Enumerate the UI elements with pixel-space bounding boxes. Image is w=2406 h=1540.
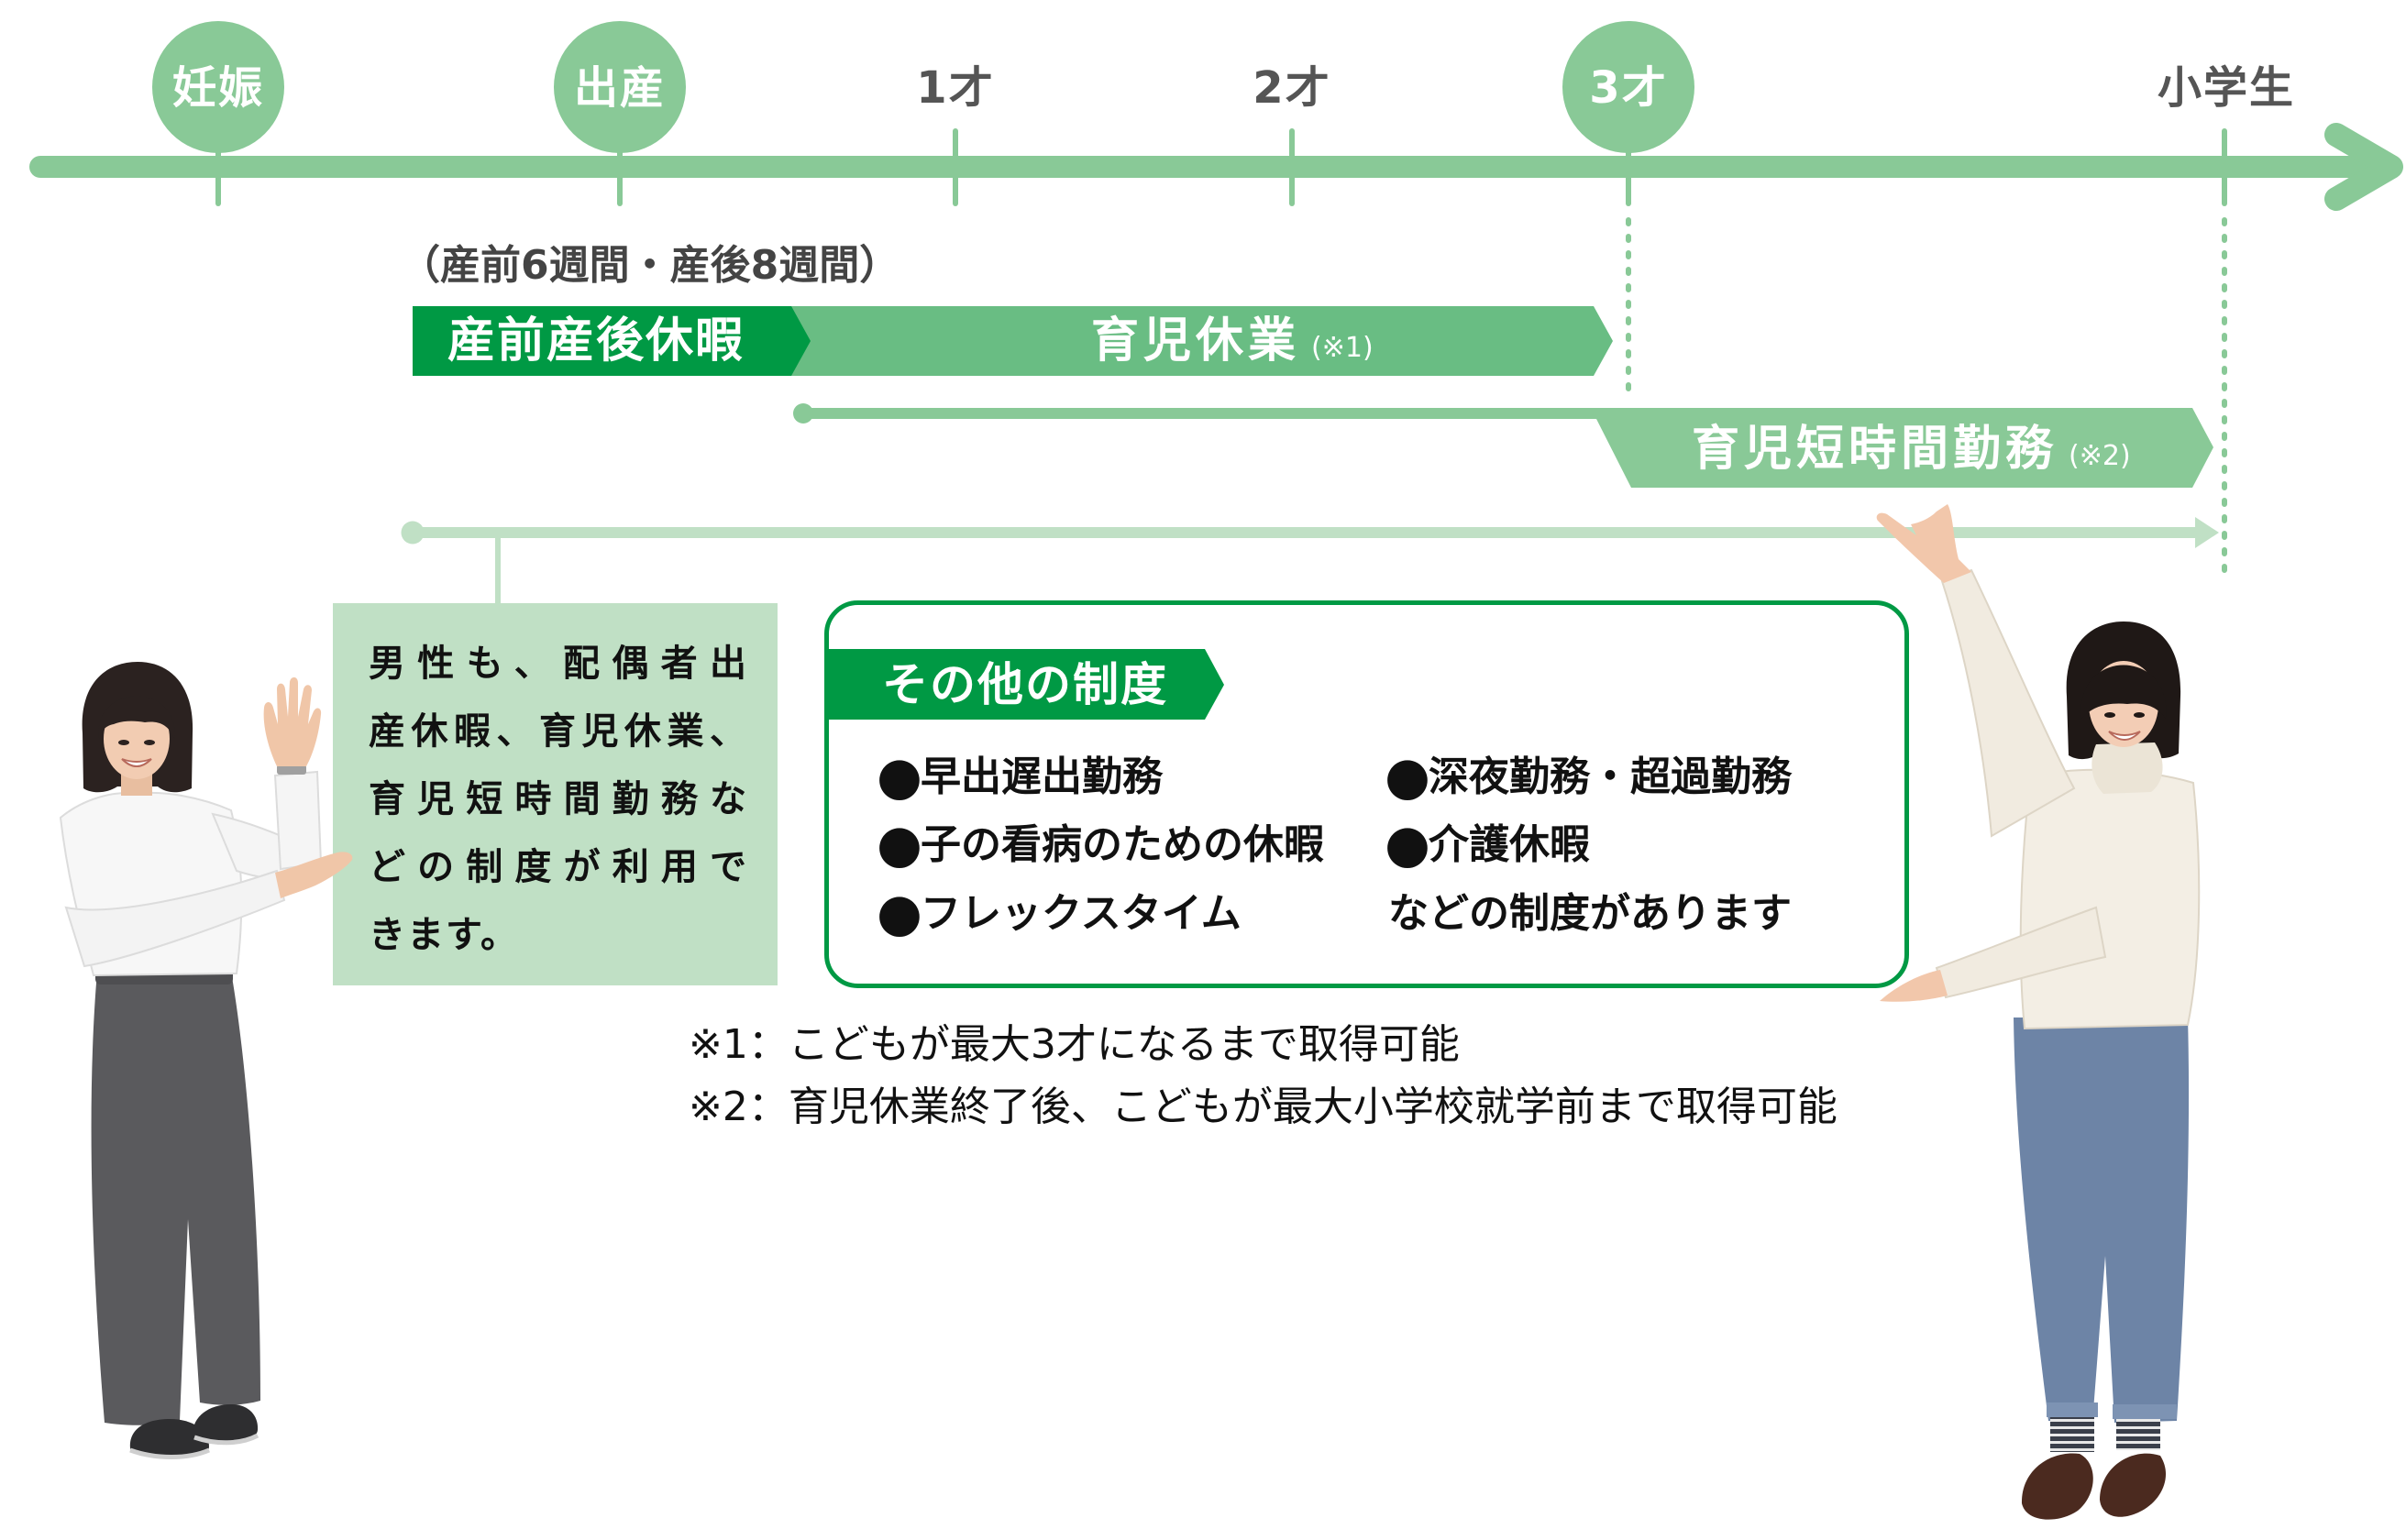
person-right-bangs [2080,665,2167,719]
person-right-lower-hand [1880,970,1948,1002]
person-right-sweater [2019,768,2201,1030]
arrow-right-icon [2324,123,2403,211]
person-left-photo [59,662,353,1459]
person-right-pants [2014,1018,2190,1423]
maternity-leave-bar [413,306,811,376]
other-system-item-text: 早出遅出勤務 [921,754,1163,800]
person-right-raised-sleeve [1940,568,2076,838]
childcare-leave-note: (※1) [1311,332,1374,364]
timeline [29,21,2403,584]
footnote-2: ※2：育児休業終了後、こどもが最大小学校就学前まで取得可能 [689,1084,1838,1130]
men-info-line: きます。 [369,914,519,956]
other-system-item: ●介護休暇 [1385,819,1590,871]
maternity-leave-label: 産前産後休暇 [447,317,745,365]
other-system-item: ●子の看病のための休暇 [877,819,1324,871]
other-system-item-text: フレックスタイム [921,890,1242,937]
bullet-icon: ● [877,883,922,944]
person-left-raised-hand [263,676,322,766]
other-system-item-text: 子の看病のための休暇 [921,821,1324,868]
person-right-raised-hand [1876,504,1971,583]
milestone-label-age-1: 1才 [916,62,995,114]
person-right-collar [2091,742,2163,794]
milestone-label-birth: 出産 [573,62,667,114]
person-right-sock [2050,1417,2094,1452]
short-hours-note: (※2) [2069,440,2131,472]
men-info-box [333,603,778,985]
other-systems-title-tag [829,649,1224,720]
milestone-circle-birth [554,21,686,153]
short-hours-label: 育児短時間勤務 (※2) [1692,425,2131,473]
other-system-item: ●フレックスタイム [877,887,1242,940]
bullet-icon: ● [1385,814,1430,875]
person-left-lower-sleeve [64,869,286,968]
milestone-label-age-3: 3才 [1589,62,1668,114]
person-left-lower-hand [275,852,353,898]
person-left-bangs [98,696,175,739]
bullet-icon: ● [1385,746,1430,808]
other-systems-closing: などの制度があります [1388,890,1792,937]
milestone-label-age-2: 2才 [1253,62,1331,114]
other-system-item: ●深夜勤務・超過勤務 [1385,751,1792,803]
childcare-leave-label: 育児休業 (※1) [1091,317,1374,365]
milestone-label-elementary: 小学生 [2157,62,2296,114]
men-info-line: 男性も、配偶者出 [369,643,746,685]
bullet-icon: ● [877,814,922,875]
short-hours-text: 育児短時間勤務 [1692,422,2058,477]
other-system-item-text: 深夜勤務・超過勤務 [1429,754,1792,800]
men-eligibility-start-dot [401,521,425,544]
men-box-connector [495,537,501,604]
person-left-watch [277,764,306,775]
childcare-leave-bar [779,306,1613,376]
other-system-item-text: 介護休暇 [1429,821,1590,868]
short-hours-bar [802,408,2213,488]
person-right-photo [1876,504,2201,1520]
men-eligibility-line [413,527,2199,538]
men-info-line: 産休暇、育児休業、 [369,710,746,753]
person-right-shoe [2100,1453,2167,1517]
person-left-shoe [193,1404,259,1444]
person-left-pants [91,972,260,1425]
timeline-bar [29,156,2388,178]
maternity-period-note: （産前6週間・産後8週間） [400,242,900,289]
person-right-sock [2116,1419,2160,1450]
men-eligibility-arrowhead [2195,517,2219,548]
childcare-leave-text: 育児休業 [1091,314,1301,368]
leave-periods [401,306,2219,604]
men-info-line: どの制度が利用で [369,846,746,888]
short-hours-start-dot [793,403,813,424]
milestone-circle-pregnancy [152,21,284,153]
bullet-icon: ● [877,746,922,808]
person-right-lower-sleeve [1935,906,2107,999]
milestone-circle-age-3 [1562,21,1694,153]
other-system-item: ●早出遅出勤務 [877,751,1163,803]
person-left-shoe [129,1419,209,1458]
men-info-line: 育児短時間勤務な [369,778,746,820]
maternity-leave-text: 産前産後休暇 [447,314,745,368]
other-systems-title: その他の制度 [882,658,1168,711]
person-right-shoe [2021,1453,2093,1520]
footnote-1: ※1：こどもが最大3才になるまで取得可能 [689,1021,1460,1068]
milestone-label-pregnancy: 妊娠 [171,62,265,114]
